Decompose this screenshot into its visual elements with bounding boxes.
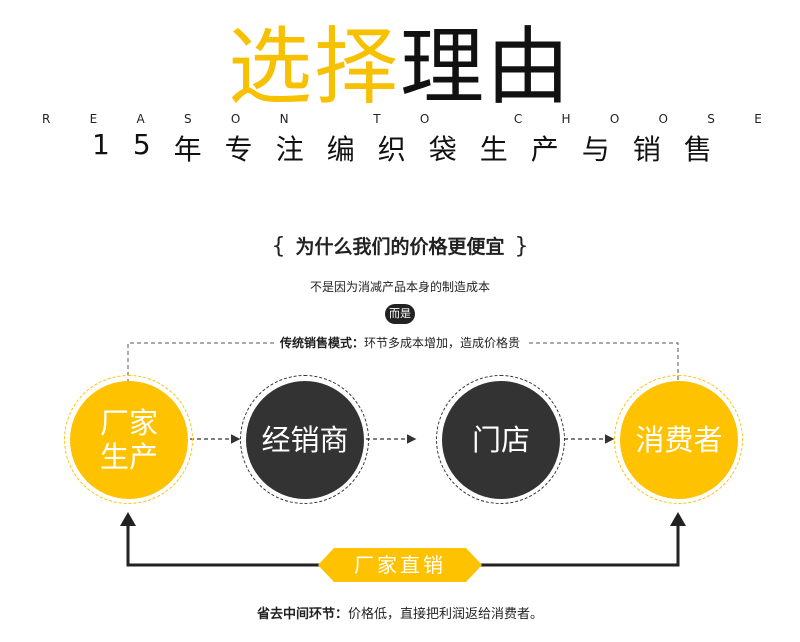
english-letter: S — [707, 112, 715, 126]
statement-text: 不是因为消减产品本身的制造成本 — [309, 280, 490, 294]
node-manufacturer-line1: 厂家 — [99, 406, 158, 440]
english-letter: O — [230, 112, 241, 126]
node-consumer-label: 消费者 — [635, 423, 723, 457]
footer-note: 省去中间环节：价格低，直接把利润返给消费者。 — [0, 603, 800, 622]
page-title: 选择理由 — [0, 22, 800, 112]
subtitle-char: 袋 — [428, 133, 457, 166]
english-letter: C — [513, 112, 523, 126]
subtitle-char: 产 — [530, 133, 559, 166]
english-letter: E — [89, 112, 98, 126]
node-distributor-label: 经销商 — [261, 423, 349, 457]
subtitle-char: 专 — [224, 133, 253, 166]
english-letter: O — [658, 112, 668, 126]
footer-text: 价格低，直接把利润返给消费者。 — [348, 607, 544, 622]
subtitle-char: 销 — [632, 133, 661, 166]
english-letter: E — [754, 112, 762, 126]
direct-sales-banner: 厂家直销 — [354, 553, 446, 577]
node-manufacturer: 厂家生产 — [70, 381, 188, 499]
subtitle-char: 生 — [479, 133, 508, 166]
question-heading: { 为什么我们的价格更便宜} — [0, 232, 800, 259]
subtitle-char: 1 — [92, 128, 110, 161]
node-store: 门店 — [442, 381, 560, 499]
consumer-ring — [614, 375, 743, 504]
subtitle-char: 与 — [581, 133, 610, 166]
english-letter: T — [373, 112, 381, 126]
traditional-mode-text: 传统销售模式：环节多成本增加，造成价格贵 — [0, 334, 800, 351]
brace-close: } — [514, 234, 529, 259]
distributor-ring — [240, 375, 369, 504]
direct-sales-banner-shape — [318, 548, 482, 582]
subtitle-char: 注 — [275, 133, 304, 166]
subtitle-char: 年 — [173, 133, 202, 166]
english-letter: H — [561, 112, 571, 126]
direct-arrow-left-head — [120, 512, 136, 526]
footer-label: 省去中间环节： — [256, 607, 348, 622]
english-letter: O — [609, 112, 620, 126]
but-rather-badge: 而是 — [385, 304, 415, 324]
traditional-mode-desc: 环节多成本增加，造成价格贵 — [364, 336, 521, 350]
brace-open: { — [271, 234, 286, 259]
subtitle-char: 织 — [377, 133, 406, 166]
subtitle-char: 编 — [326, 133, 355, 166]
english-letter: N — [279, 112, 289, 126]
node-distributor: 经销商 — [246, 381, 364, 499]
node-manufacturer-line2: 生产 — [99, 440, 158, 474]
title-black: 理由 — [400, 18, 573, 116]
english-letter: R — [42, 112, 51, 126]
question-text: 为什么我们的价格更便宜 — [295, 236, 505, 258]
english-letter: O — [419, 112, 430, 126]
subtitle-char: 售 — [683, 133, 712, 166]
english-letter: A — [136, 112, 145, 126]
node-consumer: 消费者 — [620, 381, 738, 499]
subtitle-char: 5 — [132, 128, 151, 161]
store-ring — [436, 375, 565, 504]
english-letter: S — [184, 112, 192, 126]
node-store-label: 门店 — [471, 423, 530, 457]
direct-arrow-right-head — [670, 512, 686, 526]
manufacturer-ring — [64, 375, 193, 504]
title-yellow: 选择 — [227, 18, 400, 116]
traditional-mode-label: 传统销售模式： — [279, 336, 364, 350]
